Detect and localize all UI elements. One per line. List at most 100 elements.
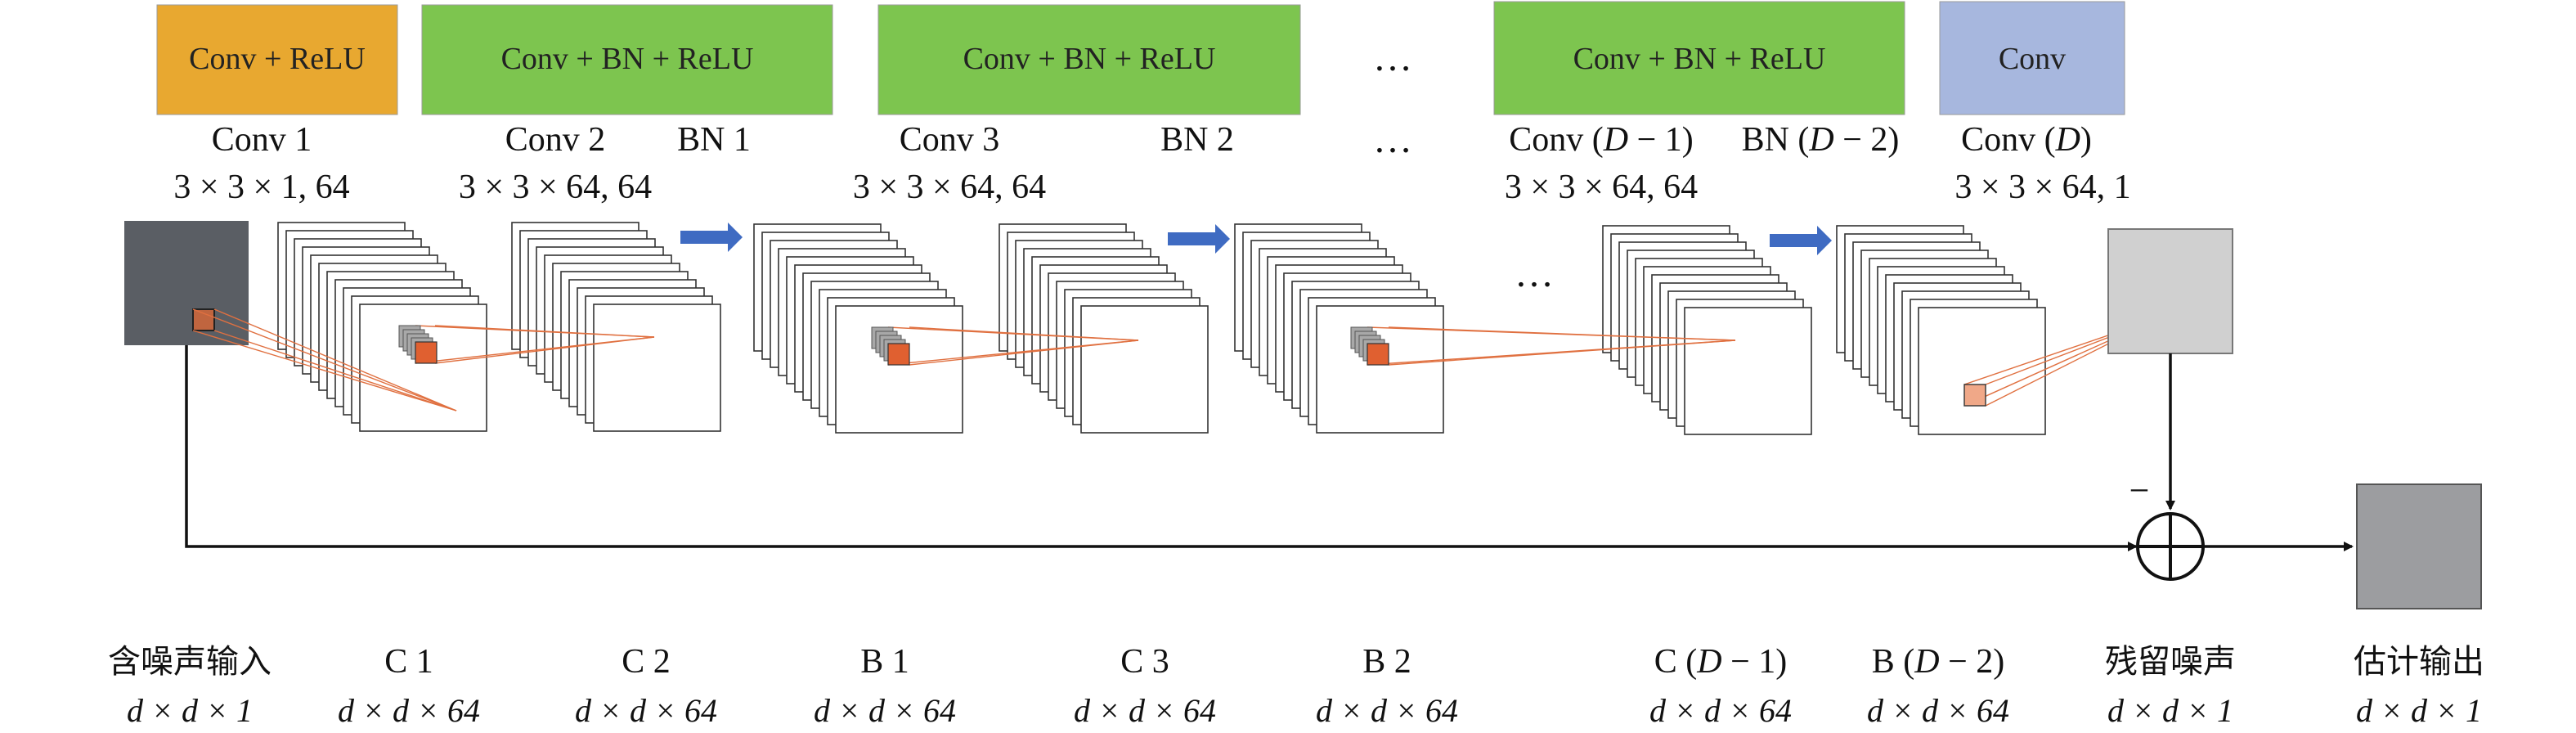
kernel-cube-b2 [1350, 326, 1389, 366]
label-conv-d-pre: Conv ( [1961, 121, 2056, 159]
label-conv1: Conv 1 [212, 121, 312, 159]
top-block-conv-bn-relu-2-label: Conv + BN + ReLU [963, 42, 1216, 76]
spec-conv1: 3 × 3 × 1, 64 [173, 169, 349, 206]
bottom-label-b-d-minus-2-post: − 2) [1940, 643, 2005, 681]
bottom-dims-noisy-input: d × d × 1 [127, 692, 253, 729]
spec-conv2: 3 × 3 × 64, 64 [459, 169, 652, 206]
top-block-conv-relu-box [156, 4, 398, 115]
bottom-label-c1: C 1 [384, 643, 433, 681]
label-conv-d: Conv (D) [1961, 121, 2092, 159]
feature-map-sheet [593, 304, 721, 432]
bottom-dims-c3: d × d × 64 [1074, 692, 1216, 729]
kernel-cubes [398, 325, 1986, 407]
top-block-conv-bn-relu-2-box [877, 4, 1301, 115]
stack-c1 [277, 222, 487, 432]
label-mid-ellipsis: … [1373, 118, 1412, 161]
bottom-label-estimated-output: 估计输出 [2354, 643, 2484, 681]
kernel-cube-front [1367, 343, 1389, 366]
stack-c2 [511, 222, 721, 432]
feature-map-sheet [835, 305, 963, 434]
top-block-conv-bn-relu-1-box [421, 4, 833, 115]
stack-ellipsis: … [1515, 252, 1554, 295]
label-conv-d-minus-1-post: − 1) [1628, 121, 1694, 159]
bottom-label-c3: C 3 [1120, 643, 1169, 681]
receptive-field-line [213, 330, 457, 411]
bottom-label-c2: C 2 [622, 643, 671, 681]
label-bn-d-minus-2-var: D [1808, 121, 1833, 159]
label-conv3: Conv 3 [900, 121, 1000, 159]
stack-b-d-minus-2 [1836, 225, 2046, 435]
feature-map-sheet [1684, 307, 1812, 435]
feature-map-sheet [1918, 307, 2046, 435]
bottom-label-b2: B 2 [1362, 643, 1411, 681]
top-block-conv-box [1939, 1, 2125, 115]
bottom-label-c-d-minus-1-var: D [1696, 643, 1721, 681]
receptive-field-line [434, 336, 655, 364]
kernel-cube-front [887, 343, 910, 366]
label-conv2: Conv 2 [505, 121, 606, 159]
estimated-output-image [2356, 483, 2482, 609]
bottom-label-c-d-minus-1-post: − 1) [1722, 643, 1788, 681]
feature-map-stacks [277, 222, 2046, 435]
receptive-field-line [213, 308, 457, 411]
feature-map-sheet [1080, 305, 1209, 434]
blue-arrow-2-shape [1168, 224, 1230, 254]
bottom-dims-residual-noise: d × d × 1 [2107, 692, 2233, 729]
bottom-dims-b1: d × d × 64 [814, 692, 956, 729]
top-block-conv-label: Conv [1999, 42, 2066, 76]
input-kernel-patch [192, 308, 215, 331]
label-conv-d-minus-1-var: D [1603, 121, 1628, 159]
bottom-dims-c1: d × d × 64 [338, 692, 480, 729]
minus-sign: − [2129, 470, 2150, 510]
stack-c-d-minus-1 [1602, 225, 1812, 435]
blue-arrow-2 [1168, 224, 1230, 254]
skip-connection-line [185, 345, 2138, 551]
bottom-label-c-d-minus-1: C (D − 1) [1654, 643, 1788, 681]
feature-map-sheet [359, 304, 487, 432]
summation-node [2136, 512, 2205, 581]
label-conv-d-var: D [2055, 121, 2080, 159]
bottom-dims-c-d-minus-1: d × d × 64 [1649, 692, 1792, 729]
blue-arrow-3 [1770, 226, 1832, 255]
kernel-cube-b1 [871, 326, 910, 366]
blue-arrow-1-shape [680, 223, 743, 252]
spec-conv-d-minus-1: 3 × 3 × 64, 64 [1505, 169, 1698, 206]
bottom-label-noisy-input: 含噪声输入 [108, 643, 272, 681]
top-block-conv-bn-relu-2: Conv + BN + ReLU [877, 4, 1301, 115]
label-bn2: BN 2 [1160, 121, 1234, 159]
spec-conv-d: 3 × 3 × 64, 1 [1954, 169, 2130, 206]
bottom-labels: 含噪声输入 d × d × 1 C 1 d × d × 64 C 2 d × d… [108, 643, 2484, 729]
input-noisy-image [124, 221, 249, 345]
input-image-square [124, 221, 249, 345]
bottom-label-c-d-minus-1-pre: C ( [1654, 643, 1698, 681]
stack-c3 [999, 223, 1209, 434]
label-bn-d-minus-2-pre: BN ( [1742, 121, 1810, 159]
top-block-conv-relu: Conv + ReLU [156, 4, 398, 115]
receptive-field-line [909, 326, 1139, 341]
top-block-conv-bn-relu-3-box [1493, 1, 1905, 115]
top-block-conv-bn-relu-1-label: Conv + BN + ReLU [501, 42, 754, 76]
receptive-field-line [434, 325, 655, 338]
spec-conv3: 3 × 3 × 64, 64 [853, 169, 1046, 206]
label-bn-d-minus-2-post: − 2) [1834, 121, 1900, 159]
bottom-label-residual-noise: 残留噪声 [2105, 643, 2236, 681]
residual-noise-image [2107, 228, 2233, 354]
bottom-label-b-d-minus-2-pre: B ( [1872, 643, 1915, 681]
blue-arrow-1 [680, 223, 743, 252]
kernel-patch-final [1963, 384, 1986, 407]
top-block-conv-relu-label: Conv + ReLU [189, 42, 366, 76]
receptive-field-line [1388, 326, 1736, 341]
top-ellipsis: … [1373, 36, 1412, 79]
bottom-dims-estimated-output: d × d × 1 [2356, 692, 2482, 729]
top-block-conv: Conv [1939, 1, 2125, 115]
label-bn1: BN 1 [677, 121, 751, 159]
top-block-conv-bn-relu-3: Conv + BN + ReLU [1493, 1, 1905, 115]
bottom-label-b-d-minus-2-var: D [1914, 643, 1939, 681]
estimated-output-square [2356, 483, 2482, 609]
label-bn-d-minus-2: BN (D − 2) [1742, 121, 1900, 159]
label-conv-d-minus-1-pre: Conv ( [1509, 121, 1604, 159]
feature-map-sheet [1316, 305, 1444, 434]
kernel-cube-c1 [398, 325, 438, 364]
receptive-field-line [909, 340, 1139, 366]
